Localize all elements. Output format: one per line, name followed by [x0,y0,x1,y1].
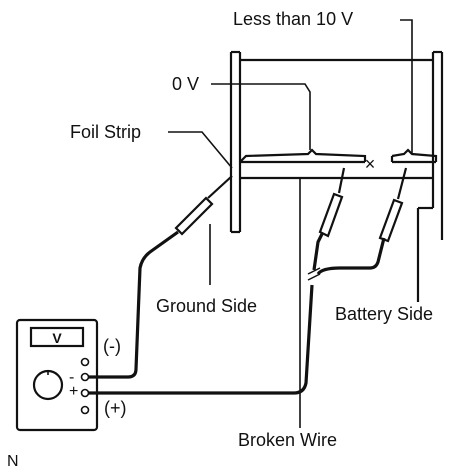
svg-text:-: - [69,369,74,386]
terminal-negative [80,372,90,382]
broken-wire-label: Broken Wire [238,430,337,450]
positive-terminal-label: (+) [104,398,127,418]
terminal-4 [80,405,90,415]
terminal-positive [80,388,90,398]
voltmeter: V - + [15,318,99,432]
voltmeter-dial [32,369,64,401]
positive-lead [88,167,408,395]
glass-frame [229,50,444,302]
heater-wire: × [239,148,438,174]
zero-v-label: 0 V [172,74,199,94]
ground-side-label: Ground Side [156,296,257,316]
negative-terminal-label: (-) [103,336,121,356]
negative-lead [88,175,233,379]
voltmeter-display-text: V [52,330,62,346]
battery-side-label: Battery Side [335,304,433,324]
break-mark: × [365,154,376,174]
corner-mark: N [7,453,19,470]
voltmeter-body [15,318,99,432]
terminal-1 [80,357,90,367]
foil-strip-label: Foil Strip [70,122,141,142]
less-than-10v-label: Less than 10 V [233,9,353,29]
leader-lines [168,19,419,428]
svg-text:+: + [69,383,78,400]
voltmeter-display [29,326,85,348]
